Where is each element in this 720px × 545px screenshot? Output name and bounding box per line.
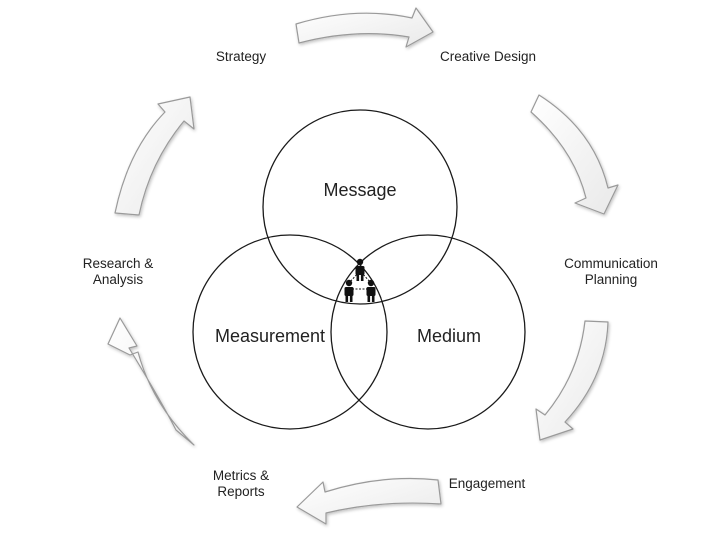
arrow-creative-design-to-communication-planning [530,94,619,215]
venn-label-medium: Medium [416,326,482,346]
stage-label-engagement: Engagement [448,476,526,491]
arrow-research-analysis-to-strategy [114,96,195,216]
cycle-arrows [107,7,619,525]
venn-label-measurement: Measurement [214,326,326,346]
stage-label-creative-design: Creative Design [439,49,537,64]
venn-circle-medium [330,234,526,430]
person-icon [355,258,365,281]
stage-label-research-analysis: Research & Analysis [82,256,154,287]
people-network-icon [344,258,376,302]
arrow-communication-planning-to-engagement [535,320,609,441]
person-icon [366,279,376,302]
venn-diagram [192,109,526,430]
arrow-strategy-to-creative-design [295,7,434,48]
arrow-engagement-to-metrics-reports [296,477,442,525]
venn-circle-measurement [192,234,388,430]
stage-label-metrics-reports: Metrics & Reports [212,468,270,499]
venn-circle-message [262,109,458,305]
stage-label-communication-planning: Communication Planning [564,256,658,287]
stage-label-strategy: Strategy [215,49,267,64]
arrow-metrics-reports-to-research-analysis [107,317,195,446]
person-icon [344,279,354,302]
venn-label-message: Message [323,180,397,200]
